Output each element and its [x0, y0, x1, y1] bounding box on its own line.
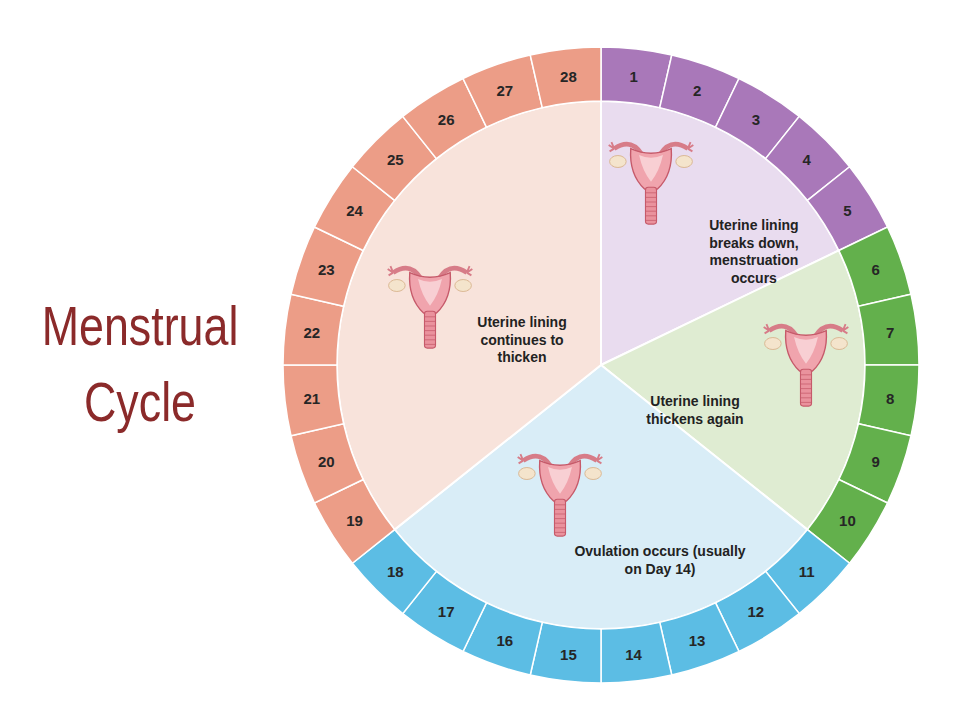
day-number: 24 [346, 202, 363, 219]
uterus-illustration [764, 324, 849, 406]
phase-description: Uterine lining continues to thicken [463, 314, 581, 367]
day-segment [660, 603, 739, 675]
day-number: 23 [318, 260, 335, 277]
day-number: 2 [693, 82, 701, 99]
day-number: 4 [803, 151, 811, 168]
day-number: 26 [438, 110, 455, 127]
day-number: 9 [871, 453, 879, 470]
day-segment [858, 294, 919, 365]
day-number: 21 [303, 389, 320, 406]
day-segment [283, 365, 344, 436]
day-number: 7 [886, 324, 894, 341]
uterus-illustration [388, 266, 473, 348]
day-number: 18 [387, 562, 404, 579]
day-segment [530, 47, 601, 108]
day-number: 11 [799, 562, 815, 579]
day-number: 10 [839, 511, 856, 528]
day-number: 22 [303, 324, 320, 341]
uterus-illustration [609, 142, 694, 224]
day-number: 28 [560, 67, 577, 84]
diagram-title: Menstrual Cycle [20, 288, 260, 439]
day-number: 1 [629, 67, 637, 84]
day-number: 3 [752, 110, 760, 127]
day-number: 14 [625, 646, 642, 663]
day-number: 19 [346, 511, 363, 528]
uterus-illustration [518, 454, 603, 536]
phase-description: Uterine lining breaks down, menstruation… [693, 217, 815, 287]
day-number: 25 [387, 151, 404, 168]
day-number: 20 [318, 453, 335, 470]
phase-description: Uterine lining thickens again [639, 393, 751, 428]
day-number: 5 [843, 202, 851, 219]
day-segment [463, 55, 542, 127]
day-segment [601, 622, 672, 683]
day-number: 17 [438, 603, 455, 620]
day-number: 6 [871, 260, 879, 277]
day-number: 16 [497, 631, 514, 648]
day-number: 13 [689, 631, 706, 648]
day-number: 12 [747, 603, 764, 620]
day-number: 15 [560, 646, 577, 663]
day-number: 8 [886, 389, 894, 406]
phase-description: Ovulation occurs (usually on Day 14) [573, 543, 748, 578]
day-segment [291, 424, 363, 503]
day-segment [839, 227, 911, 306]
day-number: 27 [497, 82, 514, 99]
